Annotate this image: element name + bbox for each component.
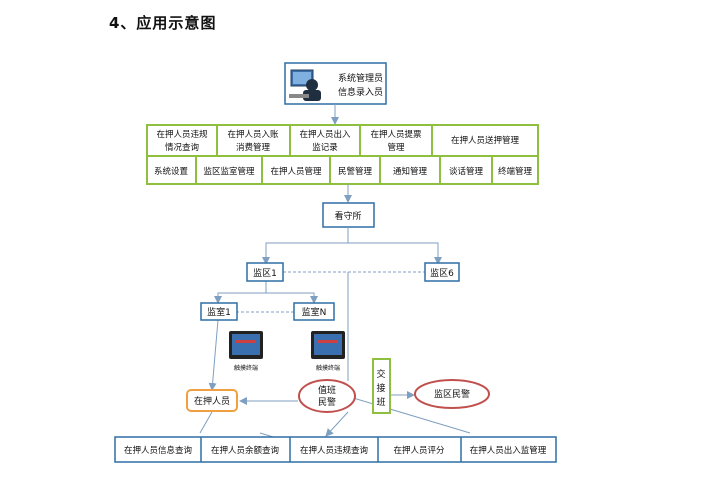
top-cell-2-line1: 在押人员入账	[227, 129, 279, 140]
bottom-cell-4: 在押人员评分	[393, 445, 445, 456]
terminal-label-1: 触摸终端	[234, 364, 258, 372]
top2-cell-2: 监区监室管理	[203, 166, 255, 177]
zone-police-node: 监区民警	[414, 379, 490, 409]
top2-cell-1: 系统设置	[154, 166, 189, 177]
bottom-cell-5: 在押人员出入监管理	[470, 445, 547, 456]
top2-cell-3: 在押人员管理	[270, 166, 322, 177]
page-heading: 4、应用示意图	[109, 14, 217, 32]
zone-police-label: 监区民警	[434, 388, 470, 400]
zone6-node: 监区6	[424, 262, 460, 282]
zone6-label: 监区6	[430, 267, 454, 279]
top-cell-1-line1: 在押人员违规	[156, 129, 208, 140]
top-cell-5: 在押人员送押管理	[451, 135, 520, 146]
handover-1: 交	[376, 368, 385, 380]
room1-label: 监室1	[207, 306, 231, 318]
top2-cell-4: 民警管理	[338, 166, 373, 177]
bottom-cell-2: 在押人员余额查询	[211, 445, 279, 456]
handover-3: 班	[376, 396, 385, 408]
top-function-grid: 在押人员违规 情况查询 在押人员入账 消费管理 在押人员出入 监记录 在押人员提…	[146, 124, 539, 185]
center-node: 看守所	[322, 202, 375, 228]
bottom-cell-1: 在押人员信息查询	[124, 445, 192, 456]
top-cell-3-line1: 在押人员出入	[299, 129, 351, 140]
terminal-label-2: 触摸终端	[316, 364, 340, 372]
admin-label-1: 系统管理员	[338, 72, 383, 84]
connector-lines	[199, 227, 471, 452]
roomN-node: 监室N	[293, 302, 335, 321]
duty-police-line1: 值班	[318, 384, 336, 396]
computer-user-icon	[289, 69, 321, 101]
zone1-node: 监区1	[246, 262, 284, 282]
handover-2: 接	[376, 382, 385, 394]
touch-terminal-icon: 触摸终端	[229, 331, 263, 372]
top-cell-2-line2: 消费管理	[236, 142, 271, 153]
admin-label-2: 信息录入员	[338, 86, 383, 98]
admin-node: 系统管理员 信息录入员	[284, 62, 387, 105]
top2-cell-5: 通知管理	[393, 166, 428, 177]
duty-police-line2: 民警	[318, 396, 336, 408]
detainee-node: 在押人员	[186, 389, 238, 412]
roomN-label: 监室N	[302, 306, 327, 318]
zone1-label: 监区1	[253, 267, 277, 279]
top-cell-4-line2: 管理	[387, 142, 405, 153]
top2-cell-6: 谈话管理	[449, 166, 484, 177]
top2-cell-7: 终端管理	[498, 166, 533, 177]
touch-terminal-icon: 触摸终端	[311, 331, 345, 372]
detainee-label: 在押人员	[194, 395, 230, 407]
top-cell-1-line2: 情况查询	[165, 142, 199, 153]
duty-police-node: 值班 民警	[298, 379, 356, 413]
handover-node: 交 接 班	[372, 358, 391, 414]
room1-node: 监室1	[200, 302, 238, 321]
bottom-function-row: 在押人员信息查询 在押人员余额查询 在押人员违规查询 在押人员评分 在押人员出入…	[114, 436, 557, 463]
center-label: 看守所	[334, 210, 361, 222]
bottom-cell-3: 在押人员违规查询	[300, 445, 368, 456]
top-cell-4-line1: 在押人员提票	[370, 129, 422, 140]
top-cell-3-line2: 监记录	[312, 142, 338, 153]
